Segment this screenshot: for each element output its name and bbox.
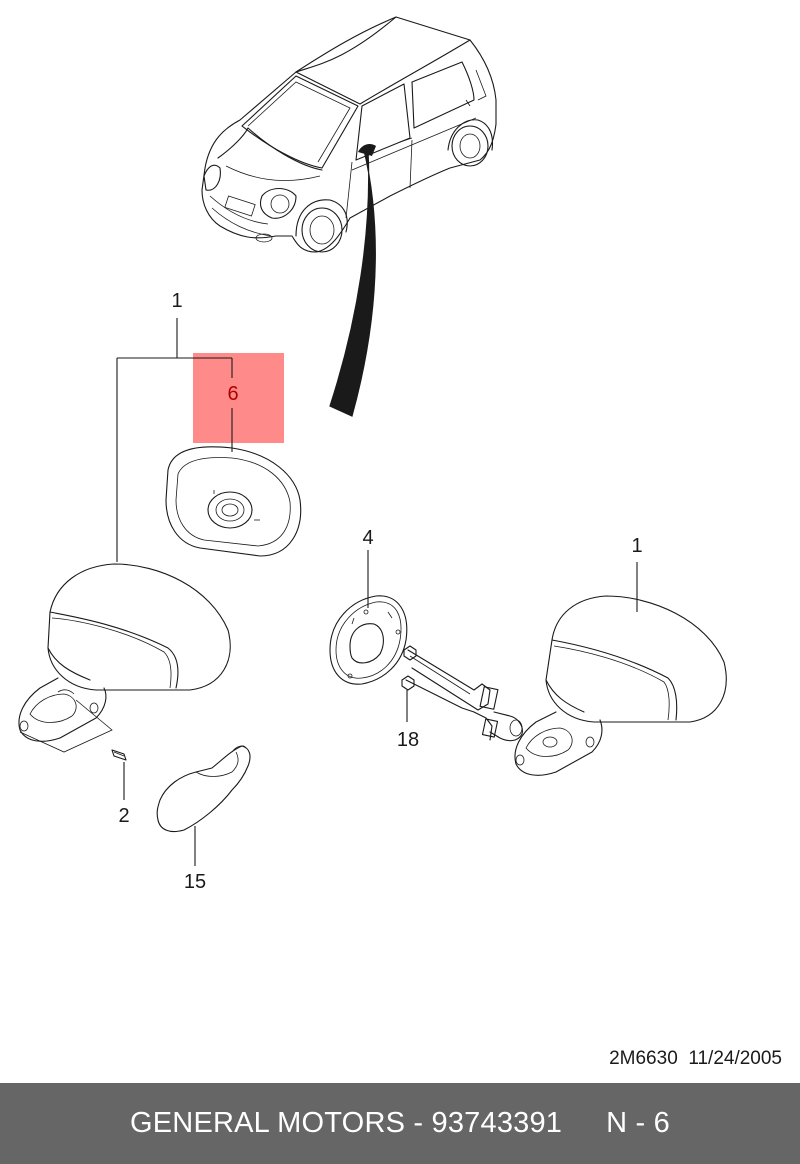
callout-nut: 18 xyxy=(397,729,419,751)
footer-position: N - 6 xyxy=(606,1107,670,1139)
location-pointer xyxy=(330,150,375,416)
gasket-part xyxy=(330,596,407,684)
callout-cover: 15 xyxy=(184,871,206,893)
mirror-assembly-right xyxy=(515,596,726,775)
screw-part xyxy=(112,750,126,760)
parts-diagram: 1 6 4 1 18 2 15 2M6630 11/24/2005 xyxy=(0,0,782,1069)
callout-screw: 2 xyxy=(118,805,129,827)
footer-bar: GENERAL MOTORS - 93743391 N - 6 xyxy=(0,1083,800,1164)
actuator-part xyxy=(402,646,522,741)
mirror-glass-part xyxy=(166,447,301,556)
footer-part-number: GENERAL MOTORS - 93743391 xyxy=(130,1107,563,1139)
callout-glass: 6 xyxy=(227,383,238,405)
highlight-box xyxy=(193,353,284,443)
cover-part xyxy=(157,746,250,832)
callout-mirror-right: 1 xyxy=(631,535,642,557)
callout-mirror-left: 1 xyxy=(171,290,182,312)
mirror-assembly-left xyxy=(19,564,230,752)
callout-gasket: 4 xyxy=(362,527,373,549)
diagram-reference: 2M6630 11/24/2005 xyxy=(609,1048,782,1069)
car-illustration xyxy=(202,17,496,252)
